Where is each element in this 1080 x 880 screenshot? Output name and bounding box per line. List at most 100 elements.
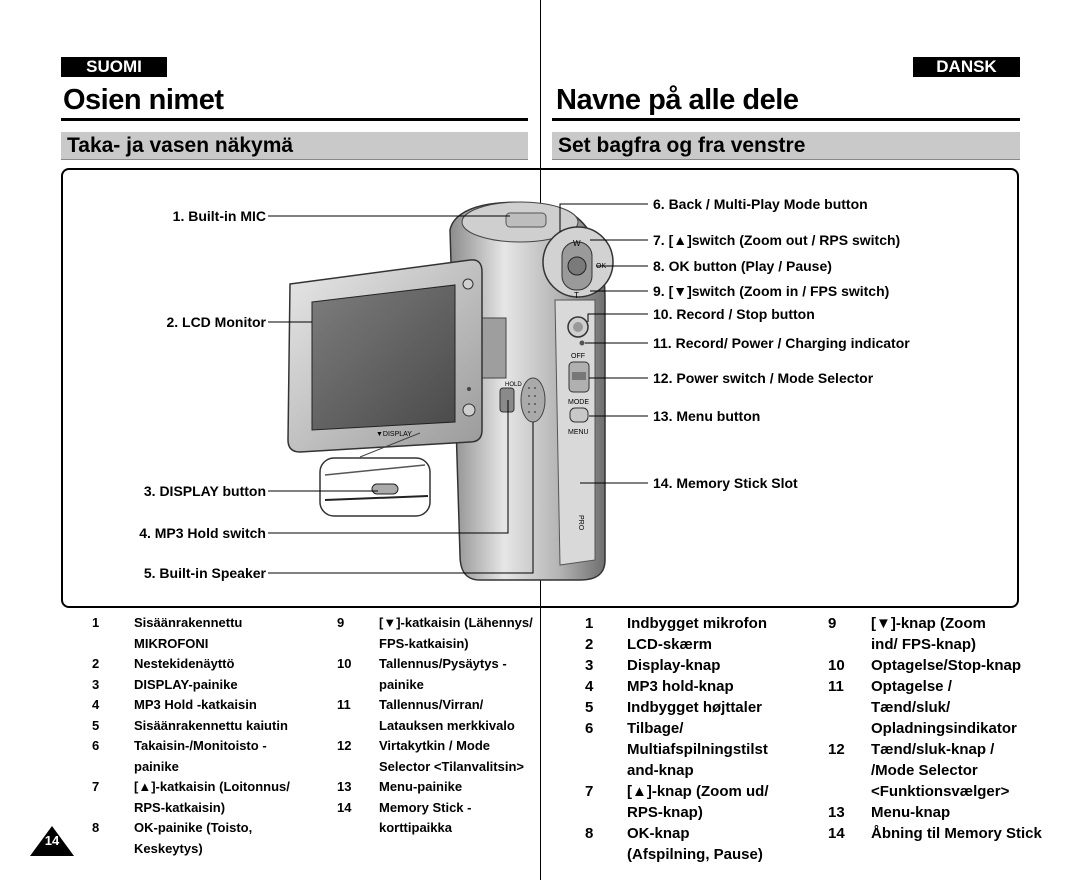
list-item-text: Keskeytys) (134, 840, 203, 856)
list-item-number: 13 (828, 804, 845, 821)
list-item-number: 11 (337, 697, 351, 712)
list-item-text: Menu-knap (871, 804, 951, 821)
list-item-number: 12 (828, 741, 845, 758)
page-title-finnish: Osien nimet (63, 84, 224, 116)
svg-text:PRO: PRO (577, 515, 584, 531)
svg-text:HOLD: HOLD (505, 382, 522, 388)
list-item-text: and-knap (627, 762, 694, 779)
list-item-text: Virtakytkin / Mode (379, 738, 491, 753)
callout-lcd-monitor: 2. LCD Monitor (166, 314, 266, 330)
list-item-number: 11 (828, 678, 844, 695)
list-item-text: [▼]-knap (Zoom (871, 615, 986, 632)
list-item-text: Menu-painike (379, 779, 463, 794)
callout-record-stop-button: 10. Record / Stop button (653, 306, 815, 322)
list-item-number: 14 (337, 799, 352, 815)
svg-text:MENU: MENU (568, 429, 589, 436)
callout-zoom-in-switch: 9. [▼]switch (Zoom in / FPS switch) (653, 283, 890, 299)
camcorder-figure (61, 168, 1019, 608)
svg-text:W: W (573, 239, 581, 248)
list-item-number: 6 (585, 720, 594, 737)
list-item-text: Optagelse/Stop-knap (871, 657, 1022, 674)
list-item-text: Tænd/sluk/ (871, 699, 951, 716)
list-item-number: 14 (828, 825, 845, 842)
list-item-text: [▲]-katkaisin (Loitonnus/ (134, 779, 290, 794)
list-item-number: 1 (92, 615, 100, 630)
list-item-number: 7 (585, 783, 594, 800)
callout-built-in-mic: 1. Built-in MIC (172, 208, 266, 224)
list-item-text: Tænd/sluk-knap / (871, 741, 995, 758)
list-item-number: 5 (92, 717, 100, 733)
list-item-text: <Funktionsvælger> (871, 783, 1010, 800)
list-item-text: Sisäänrakennettu kaiutin (134, 717, 288, 733)
list-item-text: Indbygget mikrofon (627, 615, 767, 632)
list-item-number: 3 (92, 676, 100, 692)
list-item-text: Sisäänrakennettu (134, 615, 243, 630)
list-item-text: Multiafspilningstilst (627, 741, 768, 758)
callout-menu-button: 13. Menu button (653, 408, 761, 424)
list-item-number: 10 (337, 656, 352, 671)
svg-text:OFF: OFF (571, 353, 585, 360)
language-tag-danish: DANSK (913, 57, 1020, 77)
list-item-text: OK-knap (627, 825, 690, 842)
list-item-number: 2 (585, 636, 594, 653)
list-item-number: 4 (585, 678, 594, 695)
list-item-text: Indbygget højttaler (627, 699, 762, 716)
list-item-number: 4 (92, 697, 100, 712)
list-item-number: 9 (828, 615, 837, 632)
list-item-text: ind/ FPS-knap) (871, 636, 976, 653)
list-item-text: [▲]-knap (Zoom ud/ (627, 783, 769, 800)
svg-text:MODE: MODE (568, 399, 589, 406)
title-rule-right (552, 118, 1020, 121)
list-item-text: Nestekidenäyttö (134, 656, 235, 671)
list-item-text: painike (134, 758, 179, 774)
list-item-text: MP3 hold-knap (627, 678, 734, 695)
list-item-number: 8 (585, 825, 594, 842)
section-title-danish: Set bagfra og fra venstre (552, 132, 1020, 160)
callout-built-in-speaker: 5. Built-in Speaker (143, 565, 266, 581)
list-item-number: 6 (92, 738, 100, 753)
list-item-text: Tallennus/Pysäytys - (379, 656, 507, 671)
list-item-text: LCD-skærm (627, 636, 713, 653)
callout-ok-button: 8. OK button (Play / Pause) (653, 258, 832, 274)
list-item-number: 5 (585, 699, 594, 716)
list-item-text: RPS-katkaisin) (134, 799, 226, 815)
list-item-text: painike (379, 676, 424, 692)
list-item-text: Memory Stick - (379, 799, 472, 815)
callout-power-switch: 12. Power switch / Mode Selector (653, 370, 874, 386)
language-tag-finnish: SUOMI (61, 57, 167, 77)
list-item-text: Åbning til Memory Stick (871, 825, 1042, 842)
list-item-number: 9 (337, 615, 345, 630)
list-item-number: 3 (585, 657, 594, 674)
list-item-number: 7 (92, 779, 100, 794)
list-item-text: /Mode Selector (871, 762, 978, 779)
title-rule-left (61, 118, 528, 121)
list-item-text: RPS-knap) (627, 804, 703, 821)
list-item-text: DISPLAY-painike (134, 676, 238, 692)
callout-back-button: 6. Back / Multi-Play Mode button (653, 196, 868, 212)
list-item-text: Opladningsindikator (871, 720, 1017, 737)
list-item-text: (Afspilning, Pause) (627, 846, 763, 863)
page-number: 14 (44, 833, 60, 848)
callout-display-button: 3. DISPLAY button (143, 483, 266, 499)
callout-zoom-out-switch: 7. [▲]switch (Zoom out / RPS switch) (653, 232, 901, 248)
list-item-number: 12 (337, 738, 352, 753)
list-item-text: korttipaikka (379, 820, 452, 835)
callout-record-indicator: 11. Record/ Power / Charging indicator (653, 335, 910, 351)
page-number-badge: 14 (30, 826, 74, 856)
list-item-text: Latauksen merkkivalo (379, 717, 515, 733)
list-item-text: Tallennus/Virran/ (379, 697, 484, 712)
list-item-text: Display-knap (627, 657, 721, 674)
callout-memory-stick-slot: 14. Memory Stick Slot (653, 475, 798, 491)
list-item-text: Takaisin-/Monitoisto - (134, 738, 267, 753)
list-item-number: 8 (92, 820, 100, 835)
page-title-danish: Navne på alle dele (556, 84, 799, 116)
list-item-number: 10 (828, 657, 845, 674)
svg-text:▼DISPLAY: ▼DISPLAY (376, 431, 412, 438)
list-item-text: Optagelse / (871, 678, 952, 695)
callout-mp3-hold-switch: 4. MP3 Hold switch (139, 525, 266, 541)
list-item-text: [▼]-katkaisin (Lähennys/ (379, 615, 533, 630)
list-item-text: Tilbage/ (627, 720, 684, 737)
list-item-text: MIKROFONI (134, 635, 209, 651)
list-item-text: FPS-katkaisin) (379, 635, 469, 651)
